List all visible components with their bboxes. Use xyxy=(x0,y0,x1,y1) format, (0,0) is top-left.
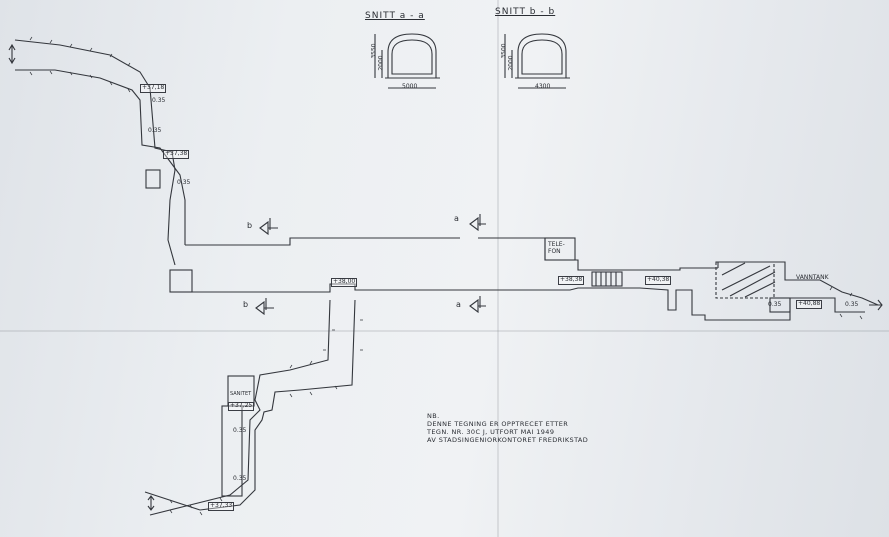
room-label-vanntank: VANNTANK xyxy=(796,274,829,281)
paper-fold xyxy=(0,330,889,332)
thickness-label: 0.35 xyxy=(148,127,162,134)
note-heading: NB. xyxy=(427,412,440,420)
thickness-label: 0.35 xyxy=(177,179,191,186)
note-line: TEGN. NR. 30C J, UTFORT MAI 1949 xyxy=(427,428,555,437)
level-mark: +38,38 xyxy=(558,276,585,285)
section-marker-a: a xyxy=(454,214,459,223)
section-a-wall: 2000 xyxy=(377,55,385,71)
section-marker-b: b xyxy=(247,221,253,230)
note-line: DENNE TEGNING ER OPPTRECET ETTER xyxy=(427,420,569,429)
thickness-label: 0.35 xyxy=(233,475,247,482)
thickness-label: 0.35 xyxy=(152,97,166,104)
level-mark: +37,18 xyxy=(140,84,167,93)
upper-left-tunnel xyxy=(14,39,186,266)
section-b-wall: 2000 xyxy=(507,55,515,71)
thickness-label: 0.35 xyxy=(233,427,247,434)
section-b-b xyxy=(504,33,570,89)
paper-fold xyxy=(497,0,499,537)
section-b-width: 4300 xyxy=(535,83,551,90)
section-cut-markers xyxy=(255,214,486,316)
level-mark: +40,88 xyxy=(796,300,823,309)
section-b-title: SNITT b - b xyxy=(495,7,556,17)
section-a-title: SNITT a - a xyxy=(365,11,425,21)
room-label-telefon: TELE- FON xyxy=(548,241,565,255)
thickness-label: 0.35 xyxy=(768,301,782,308)
level-mark: +40,38 xyxy=(645,276,672,285)
level-mark: +37,33 xyxy=(208,502,235,511)
drawing-note: NB. DENNE TEGNING ER OPPTRECET ETTER TEG… xyxy=(427,412,588,445)
section-marker-a: a xyxy=(456,300,461,309)
east-end xyxy=(591,261,879,313)
level-mark: +37,38 xyxy=(163,150,190,159)
level-mark: +38,00 xyxy=(331,278,358,287)
rock-hatching xyxy=(29,36,863,516)
note-line: AV STADSINGENIORKONTORET FREDRIKSTAD xyxy=(427,436,589,445)
level-mark: +37,25 xyxy=(228,402,255,411)
edge-arrows xyxy=(8,43,883,511)
section-a-a xyxy=(374,33,440,89)
section-a-width: 5000 xyxy=(402,83,418,90)
room-label-saniter: SANITET xyxy=(230,391,252,397)
thickness-label: 0.35 xyxy=(845,301,859,308)
section-marker-b: b xyxy=(243,300,249,309)
